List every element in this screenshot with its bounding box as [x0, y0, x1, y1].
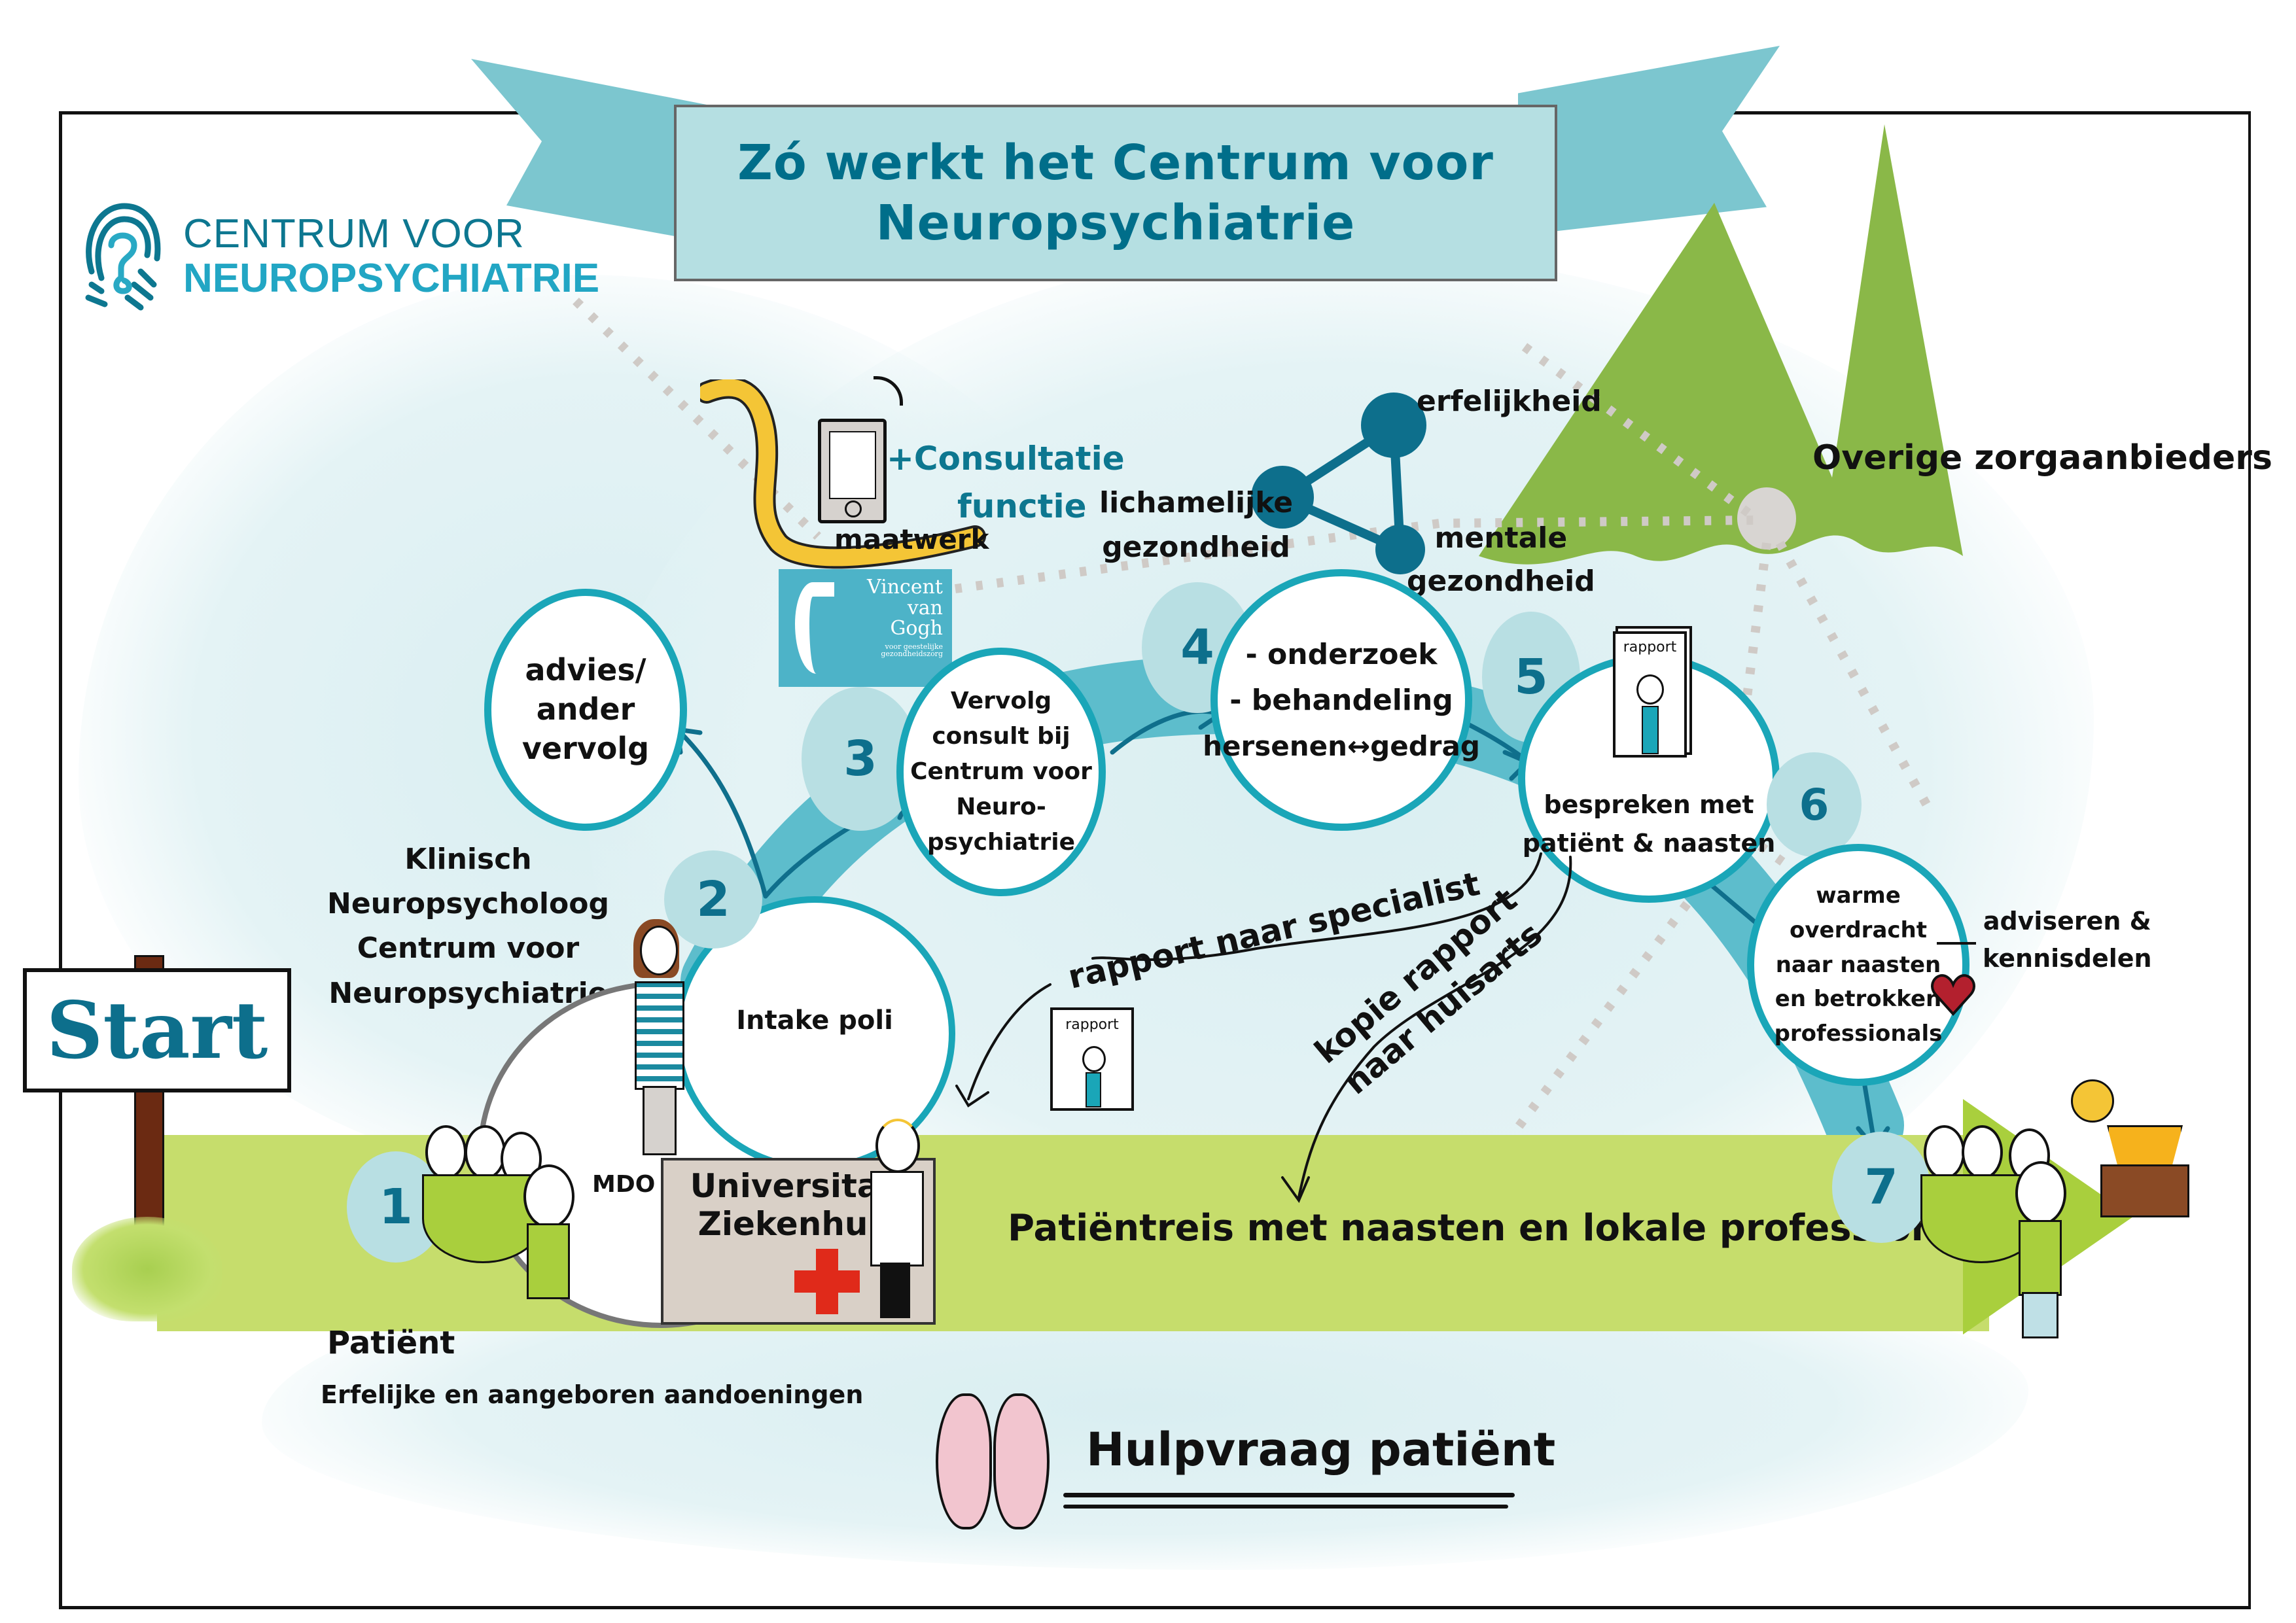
- step-6-line-3: naar naasten: [1775, 951, 1941, 978]
- fingerprint-question-icon: [85, 203, 161, 311]
- advies-line-2: ander: [536, 691, 635, 727]
- vvg-line-2: van: [907, 596, 943, 620]
- step-7-bubble: 7: [1832, 1132, 1930, 1243]
- group-end-figure: [1920, 1112, 2081, 1338]
- maatwerk-label: maatwerk: [834, 523, 989, 555]
- step-2-bubble: 2: [664, 850, 762, 949]
- step-4-line-3: hersenen↔gedrag: [1203, 729, 1480, 762]
- step-3-line-1: Vervolg: [950, 688, 1052, 714]
- consultatie-line-1: +Consultatie: [887, 440, 1125, 478]
- brain-icon: [936, 1393, 1050, 1529]
- red-cross-icon: [794, 1249, 860, 1314]
- lichamelijke-line-2: gezondheid: [1102, 531, 1290, 565]
- hospital-line-2: Ziekenhuis: [698, 1205, 899, 1243]
- logo-line-1: CENTRUM VOOR: [183, 211, 525, 256]
- vvg-name: Vincent van Gogh voor geestelijke gezond…: [867, 577, 943, 658]
- mountain-label: Overige zorgaanbieders: [1812, 438, 2272, 478]
- hulpvraag-label: Hulpvraag patiënt: [1086, 1423, 1556, 1476]
- lightbulb-icon: [2071, 1079, 2114, 1123]
- neuropsychologist-figure: [628, 919, 687, 1155]
- logo-line-2: NEUROPSYCHIATRIE: [183, 256, 600, 301]
- step-6-line-5: professionals: [1774, 1021, 1943, 1047]
- patient-group-figure: [422, 1112, 589, 1308]
- grass-tuft: [72, 1217, 222, 1321]
- mentale-line-2: gezondheid: [1407, 565, 1595, 598]
- hulpvraag-underline-1: [1063, 1493, 1515, 1497]
- vvg-sub-2: gezondheidszorg: [881, 650, 943, 659]
- heart-icon: [1931, 974, 1975, 1016]
- vvg-sub-1: voor geestelijke: [885, 642, 943, 651]
- step-3-bubble: 3: [802, 687, 919, 831]
- hulpvraag-underline-2: [1063, 1505, 1508, 1509]
- consultatie-line-2: functie: [957, 487, 1087, 525]
- logo: CENTRUM VOOR NEUROPSYCHIATRIE: [79, 196, 628, 314]
- mentale-gezondheid-label: mentale gezondheid: [1407, 517, 1595, 603]
- neuropsycholoog-line-3: Centrum voor: [357, 932, 580, 966]
- step-4-line-1: - onderzoek: [1245, 638, 1438, 672]
- step-6-line-2: overdracht: [1789, 916, 1927, 943]
- rapport-doc-label: rapport: [1623, 639, 1677, 655]
- mentale-line-1: mentale: [1434, 521, 1568, 555]
- adviseren-label: adviseren & kennisdelen: [1983, 903, 2152, 977]
- step-3-circle: Vervolg consult bij Centrum voor Neuro- …: [896, 648, 1106, 896]
- step-6-bubble: 6: [1767, 752, 1862, 857]
- neuropsycholoog-line-1: Klinisch: [404, 843, 532, 876]
- lichamelijke-line-1: lichamelijke: [1099, 486, 1294, 519]
- journey-label: Patiëntreis met naasten en lokale profes…: [1008, 1207, 1996, 1249]
- treasure-chest-icon: [2100, 1125, 2189, 1217]
- measuring-tape-icon: [700, 379, 986, 569]
- patient-label: Patiënt: [327, 1325, 455, 1361]
- step-3-line-2: consult bij: [932, 723, 1070, 750]
- title-banner: Zó werkt het Centrum voor Neuropsychiatr…: [674, 105, 1557, 281]
- step-6-line-4: en betrokken: [1775, 986, 1942, 1013]
- start-sign: Start: [23, 968, 291, 1092]
- erfelijkheid-label: erfelijkheid: [1417, 385, 1602, 418]
- step-4-line-2: - behandeling: [1229, 684, 1453, 718]
- advies-line-1: advies/: [525, 652, 646, 688]
- neuropsycholoog-label: Klinisch Neuropsycholoog Centrum voor Ne…: [327, 837, 609, 1016]
- lichamelijke-gezondheid-label: lichamelijke gezondheid: [1099, 481, 1293, 570]
- adviseren-line-2: kennisdelen: [1983, 944, 2152, 973]
- step-3-line-4: Neuro-: [956, 794, 1046, 820]
- step-3-line-5: psychiatrie: [927, 829, 1075, 856]
- adviseren-connector: [1937, 942, 1976, 945]
- mountain-shape: [1479, 124, 1963, 565]
- vincent-van-gogh-logo: Vincent van Gogh voor geestelijke gezond…: [779, 569, 952, 687]
- rapport-document-icon: rapport: [1613, 631, 1687, 758]
- advies-line-3: vervolg: [521, 730, 650, 766]
- neuropsycholoog-line-2: Neuropsycholoog: [327, 887, 609, 921]
- rapport-small-label: rapport: [1065, 1017, 1119, 1033]
- consultatie-label: +Consultatie functie: [887, 435, 1125, 530]
- step-5-line-2: patiënt & naasten: [1522, 829, 1776, 858]
- advies-circle: advies/ ander vervolg: [484, 589, 687, 831]
- vvg-line-3: Gogh: [890, 617, 943, 640]
- tablet-icon: [818, 419, 887, 523]
- health-network-icon: [1251, 393, 1426, 574]
- mdo-label: MDO: [592, 1171, 656, 1198]
- title-line-2: Neuropsychiatrie: [875, 195, 1356, 251]
- step-6-line-1: warme: [1816, 882, 1901, 909]
- step-5-line-1: bespreken met: [1544, 790, 1754, 820]
- step-3-line-3: Centrum voor: [910, 758, 1092, 785]
- title-line-1: Zó werkt het Centrum voor: [737, 134, 1494, 191]
- step-6-circle: warme overdracht naar naasten en betrokk…: [1747, 844, 1969, 1086]
- doctor-figure: [870, 1119, 924, 1321]
- intake-label: Intake poli: [736, 1005, 893, 1036]
- neuropsycholoog-line-4: Neuropsychiatrie: [328, 976, 608, 1010]
- conditions-label: Erfelijke en aangeboren aandoeningen: [321, 1380, 864, 1409]
- comma-icon: [795, 582, 834, 674]
- adviseren-line-1: adviseren &: [1983, 907, 2151, 935]
- step-4-circle: - onderzoek - behandeling hersenen↔gedra…: [1203, 569, 1480, 831]
- rapport-small-document-icon: rapport: [1050, 1007, 1134, 1111]
- vvg-line-1: Vincent: [867, 576, 943, 599]
